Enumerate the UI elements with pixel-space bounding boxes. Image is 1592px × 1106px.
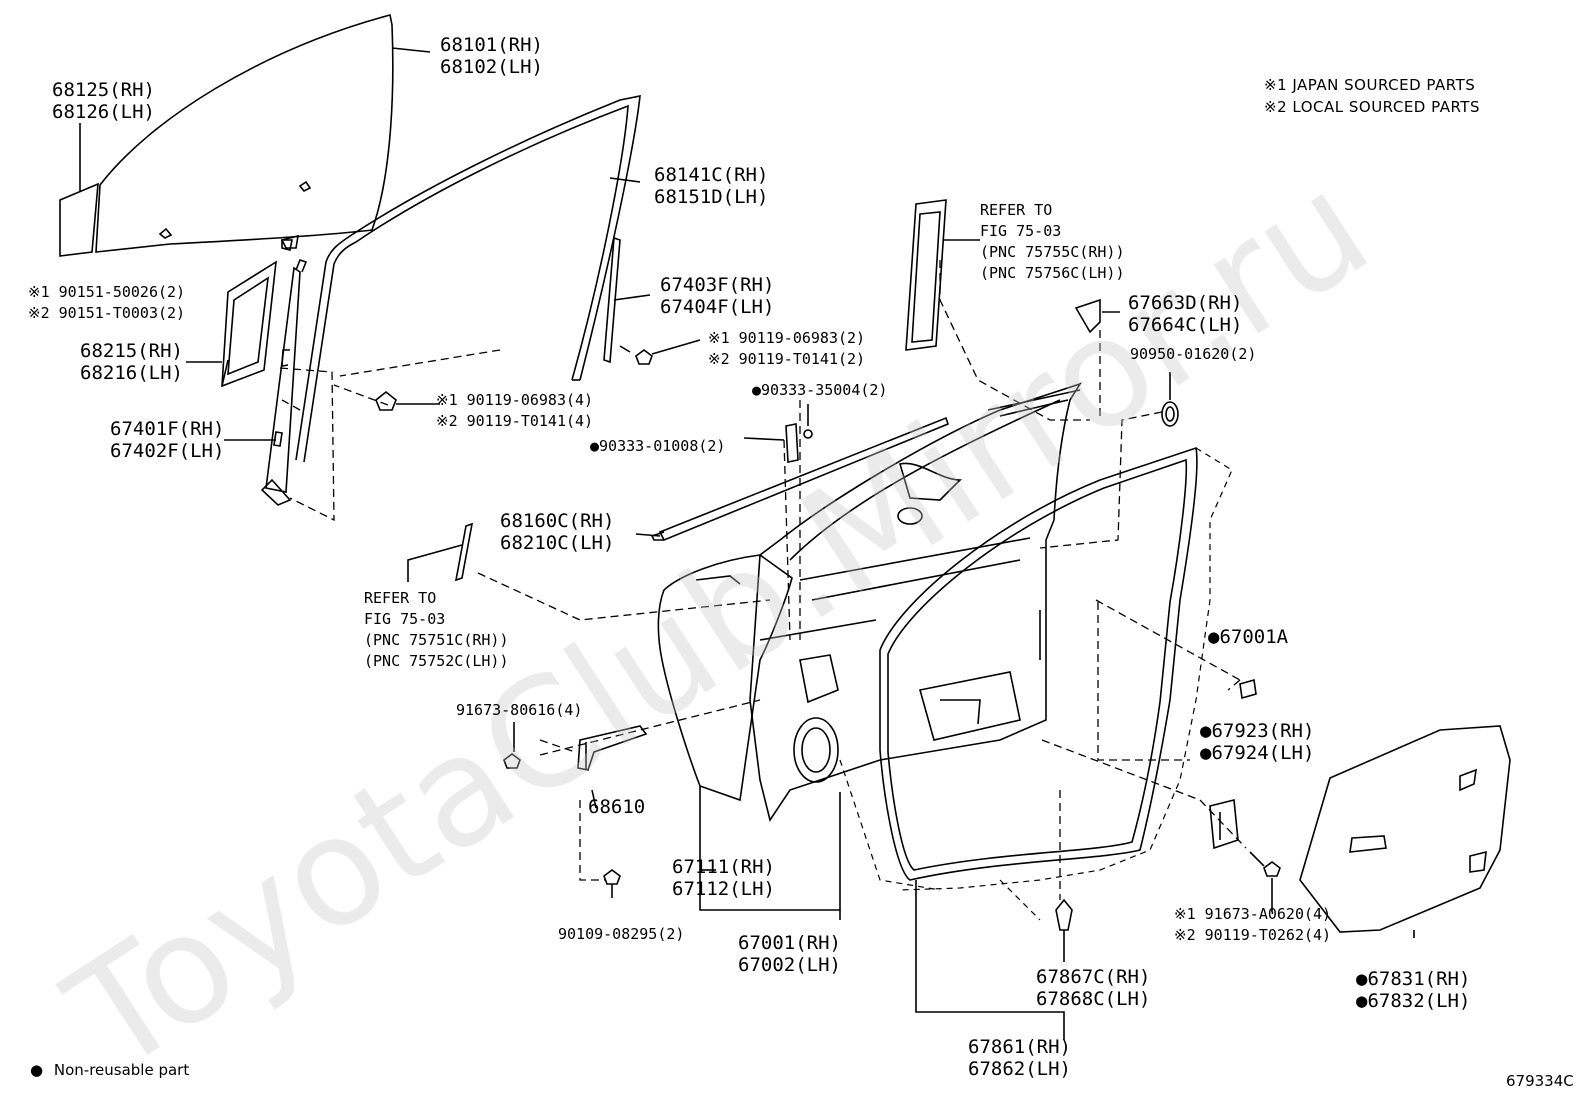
door-check [577,725,648,809]
division-bar [603,236,651,364]
bolt-90109 [603,869,621,898]
label-67867: 67867C(RH)67868C(LH) [1036,966,1151,1010]
weatherstrip-clip-lines [839,447,1233,921]
legend-text: Non-reusable part [53,1061,190,1079]
label-90109: 90109-08295(2) [558,925,685,943]
figure-code: 679334C [1506,1072,1574,1090]
label-67001: 67001(RH)67002(LH) [738,932,841,976]
bolt-91673-a0620 [1249,851,1281,912]
label-67923: ●67923(RH)●67924(LH) [1200,720,1315,764]
label-67001a: ●67001A [1208,626,1289,648]
note-local-sourced: ※2 LOCAL SOURCED PARTS [1264,98,1480,116]
clip-67867 [1055,898,1073,962]
label-90151: ※1 90151-50026(2)※2 90151-T0003(2) [28,283,186,322]
bolt-91673 [503,722,521,769]
label-91673b: ※1 91673-A0620(4)※2 90119-T0262(4) [1174,905,1332,944]
label-68101: 68101(RH)68102(LH) [440,34,543,78]
door-outer-panel [657,554,793,802]
grommet [1161,372,1179,427]
bracket-lines [699,786,1065,1040]
door-weatherstrip [879,446,1198,881]
label-67401: 67401F(RH)67402F(LH) [110,418,225,462]
screw-90119b [619,339,701,365]
non-reusable-symbol: ● [30,1061,44,1079]
label-68125: 68125(RH)68126(LH) [52,79,155,123]
plug-67001a [1239,678,1257,700]
label-67663: 67663D(RH)67664C(LH) [1128,292,1243,336]
window-molding [186,260,277,388]
screw-90119a [375,390,440,411]
label-68141: 68141C(RH)68151D(LH) [654,164,769,208]
division-channel [224,239,308,506]
label-67861: 67861(RH)67862(LH) [968,1036,1071,1080]
legend: ● Non-reusable part [30,1061,189,1079]
label-91673: 91673-80616(4) [456,701,583,719]
door-inner-frame [749,382,1082,822]
pillar-garnish-upper [905,199,980,351]
label-90333b: ●90333-01008(2) [590,437,726,455]
label-67403: 67403F(RH)67404F(LH) [660,274,775,318]
door-glass [95,14,394,253]
pillar-garnish-lower [407,522,474,582]
clip-90151 [280,234,299,249]
belt-moulding [635,416,949,542]
dashed-leaders [279,260,1247,900]
quarter-glass [59,123,99,257]
label-90333a: ●90333-35004(2) [752,381,888,399]
note-japan-sourced: ※1 JAPAN SOURCED PARTS [1264,76,1476,94]
label-90119b: ※1 90119-06983(2)※2 90119-T0141(2) [708,329,866,368]
label-90119a: ※1 90119-06983(4)※2 90119-T0141(4) [436,391,594,430]
corner-cover [1074,298,1120,334]
label-68610: 68610 [588,796,646,818]
label-68160: 68160C(RH)68210C(LH) [500,510,615,554]
hole-cover [1299,725,1511,938]
plug-90333 [743,404,813,463]
label-68215: 68215(RH)68216(LH) [80,340,183,384]
label-67111: 67111(RH)67112(LH) [672,856,775,900]
glass-leader [391,47,431,53]
label-67831: ●67831(RH)●67832(LH) [1356,968,1471,1012]
door-hinge [1209,798,1239,850]
label-90950: 90950-01620(2) [1130,345,1257,363]
